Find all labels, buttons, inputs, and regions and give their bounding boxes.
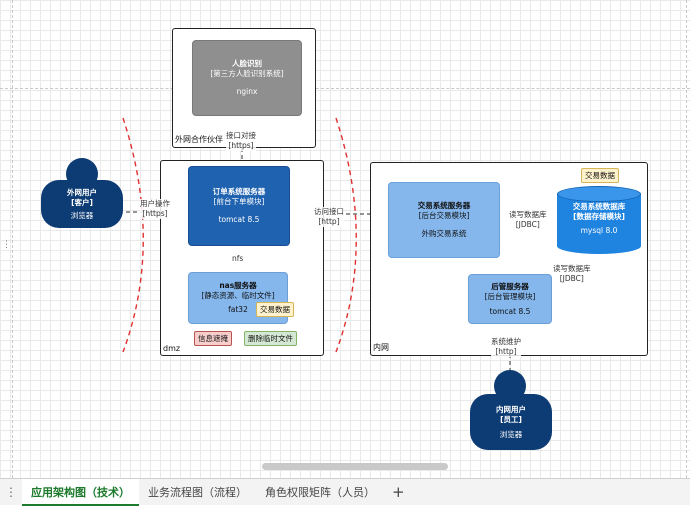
external-user-role: [客户]: [71, 197, 93, 207]
nas-server-tech: fat32: [228, 305, 248, 314]
face-recognition-node[interactable]: 人脸识别 [第三方人脸识别系统] nginx: [192, 40, 302, 116]
diagram-canvas[interactable]: 外网合作伙伴 人脸识别 [第三方人脸识别系统] nginx dmz 订单系统服务…: [0, 0, 690, 478]
tab-role-matrix[interactable]: 角色权限矩阵（人员）: [265, 485, 375, 499]
trade-db-subtitle: [数据存储模块]: [573, 212, 625, 221]
external-user-node[interactable]: 外网用户 [客户] 浏览器: [41, 180, 123, 228]
trade-server-tech: 外购交易系统: [421, 229, 467, 238]
internal-user-node[interactable]: 内网用户 [员工] 浏览器: [470, 394, 552, 450]
internal-user-client: 浏览器: [499, 429, 523, 439]
order-server-node[interactable]: 订单系统服务器 [前台下单模块] tomcat 8.5: [188, 166, 290, 246]
admin-server-title: 后管服务器: [491, 281, 529, 291]
info-masking-tag: 信息遮掩: [194, 331, 232, 346]
trade-db-tech: mysql 8.0: [580, 226, 618, 235]
trade-db-title: 交易系统数据库: [572, 202, 626, 211]
external-user-client: 浏览器: [70, 210, 94, 220]
add-page-icon[interactable]: +: [392, 483, 405, 501]
edge-label-nfs: nfs: [232, 254, 244, 264]
nas-server-title: nas服务器: [219, 281, 257, 290]
tab-business-flow[interactable]: 业务流程图（流程）: [148, 485, 247, 499]
trade-data-tag-nas: 交易数据: [256, 302, 294, 317]
page-tab-bar: ⋮ 应用架构图（技术） 业务流程图（流程） 角色权限矩阵（人员） +: [0, 478, 690, 506]
face-recognition-subtitle: [第三方人脸识别系统]: [210, 69, 284, 78]
horizontal-scrollbar[interactable]: [262, 463, 448, 470]
admin-server-tech: tomcat 8.5: [489, 306, 531, 316]
guide-line: [12, 0, 13, 478]
trade-database-node[interactable]: 交易系统数据库 [数据存储模块] mysql 8.0: [557, 186, 641, 254]
edge-label-sys-maint: 系统维护 [http]: [491, 337, 521, 357]
admin-server-subtitle: [后台管理模块]: [484, 291, 536, 301]
admin-server-node[interactable]: 后管服务器 [后台管理模块] tomcat 8.5: [468, 274, 552, 324]
boundary-curve-right: [335, 117, 357, 353]
delete-temp-files-tag: 删除临时文件: [244, 331, 297, 346]
nas-server-subtitle: [静态资源、临时文件]: [201, 291, 275, 300]
partner-boundary-label: 外网合作伙伴: [175, 135, 223, 144]
tab-app-architecture[interactable]: 应用架构图（技术）: [22, 478, 139, 506]
edge-label-api-call-face: 接口对接 [https]: [226, 131, 256, 151]
internal-user-title: 内网用户: [496, 404, 526, 414]
side-grip-icon[interactable]: ⋮: [2, 240, 11, 250]
pages-menu-icon[interactable]: ⋮: [5, 485, 17, 499]
face-recognition-title: 人脸识别: [232, 59, 262, 68]
edge-label-user-op: 用户操作 [https]: [140, 199, 170, 219]
trade-server-subtitle: [后台交易模块]: [418, 211, 470, 220]
edge-label-access-api: 访问接口 [http]: [314, 207, 344, 227]
trade-server-title: 交易系统服务器: [417, 201, 471, 210]
edge-label-rw-db-trade: 读写数据库 [JDBC]: [509, 210, 547, 230]
edge-label-rw-db-admin: 读写数据库 [JDBC]: [553, 264, 591, 284]
boundary-curve-left: [122, 117, 144, 353]
guide-line: [686, 0, 687, 478]
order-server-tech: tomcat 8.5: [218, 215, 260, 224]
dmz-boundary-label: dmz: [163, 344, 181, 353]
intranet-boundary-label: 内网: [373, 343, 389, 352]
guide-line: [0, 88, 690, 89]
order-server-subtitle: [前台下单模块]: [213, 197, 265, 206]
face-recognition-tech: nginx: [236, 87, 258, 96]
internal-user-role: [员工]: [500, 414, 522, 424]
trade-server-node[interactable]: 交易系统服务器 [后台交易模块] 外购交易系统: [388, 182, 500, 258]
trade-data-tag-db: 交易数据: [581, 168, 619, 183]
external-user-title: 外网用户: [67, 187, 97, 197]
order-server-title: 订单系统服务器: [212, 187, 266, 196]
